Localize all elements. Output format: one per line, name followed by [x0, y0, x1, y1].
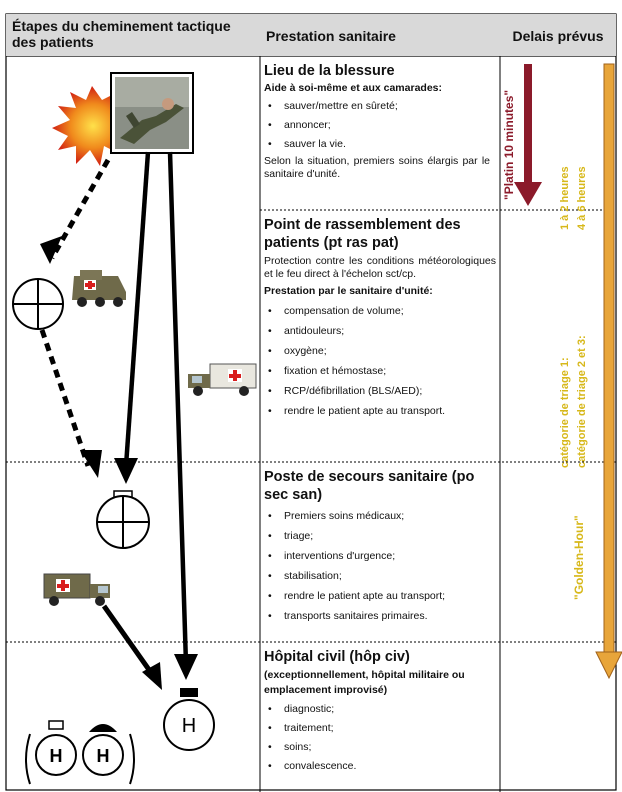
row-subheading: Aide à soi-même et aux camarades:	[264, 82, 442, 94]
list-item: annoncer;	[264, 116, 496, 135]
category-1-time-label: 1 à 2 heures	[559, 166, 571, 230]
row-title: Point de rassemblement des patients (pt …	[264, 217, 461, 251]
row-collection-point: Point de rassemblement des patients (pt …	[264, 216, 496, 421]
golden-hour-arrow	[595, 63, 622, 680]
platin-10-minutes-label: "Platin 10 minutes"	[502, 89, 516, 200]
solid-evac-path-1	[123, 151, 151, 467]
solid-evac-path-2	[167, 151, 189, 665]
solid-evac-arrowhead-3	[142, 662, 162, 690]
list-item: stabilisation;	[264, 566, 496, 586]
row-paragraph: Protection contre les conditions météoro…	[264, 255, 496, 281]
platin-arrow	[514, 64, 542, 206]
row-list: compensation de volume; antidouleurs; ox…	[264, 301, 496, 421]
list-item: antidouleurs;	[264, 321, 496, 341]
list-item: traitement;	[264, 719, 496, 738]
row-list: sauver/mettre en sûreté; annoncer; sauve…	[264, 97, 496, 154]
row-list: diagnostic; traitement; soins; convalesc…	[264, 700, 496, 776]
list-item: oxygène;	[264, 341, 496, 361]
list-item: rendre le patient apte au transport.	[264, 401, 496, 421]
evacuation-path-diagram: H H H	[12, 72, 257, 785]
solid-evac-path-3	[101, 604, 155, 676]
header-delays: Delais prévus	[500, 14, 616, 56]
list-item: sauver/mettre en sûreté;	[264, 97, 496, 116]
category-2-3-time-label: 4 à 6 heures	[576, 166, 588, 230]
list-item: triage;	[264, 526, 496, 546]
hospital-letter: H	[50, 746, 63, 766]
hospital-letter: H	[182, 715, 196, 737]
row-injury-site: Lieu de la blessure Aide à soi-même et a…	[264, 62, 496, 182]
aid-post-symbol-icon	[96, 490, 150, 549]
header-stages: Étapes du cheminement tactique des patie…	[6, 14, 260, 56]
list-item: transports sanitaires primaires.	[264, 606, 496, 626]
list-item: Premiers soins médicaux;	[264, 506, 496, 526]
truck-ambulance-icon	[43, 573, 110, 606]
dashed-evac-arrowhead-1	[40, 236, 62, 264]
row-title: Hôpital civil (hôp civ)	[264, 649, 410, 665]
category-1-label: catégorie de triage 1:	[559, 357, 571, 468]
list-item: fixation et hémostase;	[264, 361, 496, 381]
alternative-hospitals-icon: H H	[25, 720, 135, 785]
golden-hour-label: "Golden-Hour"	[572, 515, 586, 600]
hospital-letter: H	[97, 746, 110, 766]
row-subheading: Prestation par le sanitaire d'unité:	[264, 285, 433, 298]
row-subheading: (exceptionnellement, hôpital militaire o…	[264, 669, 465, 696]
injured-soldier-photo	[110, 72, 194, 154]
row-paragraph: Selon la situation, premiers soins élarg…	[264, 155, 490, 181]
list-item: convalescence.	[264, 757, 496, 776]
dashed-evac-arrowhead-2	[80, 450, 102, 478]
hospital-symbol-icon: H	[163, 688, 215, 751]
list-item: interventions d'urgence;	[264, 546, 496, 566]
row-medical-aid-post: Poste de secours sanitaire (po sec san) …	[264, 468, 496, 626]
collection-point-symbol-icon	[12, 278, 64, 330]
list-item: sauver la vie.	[264, 135, 496, 154]
dashed-evac-path-1	[49, 158, 111, 260]
row-title: Lieu de la blessure	[264, 63, 395, 79]
list-item: RCP/défibrillation (BLS/AED);	[264, 381, 496, 401]
list-item: rendre le patient apte au transport;	[264, 586, 496, 606]
header-service: Prestation sanitaire	[260, 14, 500, 56]
dashed-evac-path-2	[39, 329, 91, 467]
row-title: Poste de secours sanitaire (po sec san)	[264, 469, 475, 503]
list-item: diagnostic;	[264, 700, 496, 719]
list-item: compensation de volume;	[264, 301, 496, 321]
list-item: soins;	[264, 738, 496, 757]
row-civil-hospital: Hôpital civil (hôp civ) (exceptionnellem…	[264, 648, 496, 776]
solid-evac-arrowhead-2	[174, 654, 198, 680]
armored-ambulance-icon	[72, 270, 126, 307]
category-2-3-label: catégorie de triage 2 et 3:	[576, 335, 588, 468]
truck-ambulance-icon	[188, 363, 257, 396]
solid-evac-arrowhead-1	[114, 458, 138, 484]
row-list: Premiers soins médicaux; triage; interve…	[264, 506, 496, 626]
